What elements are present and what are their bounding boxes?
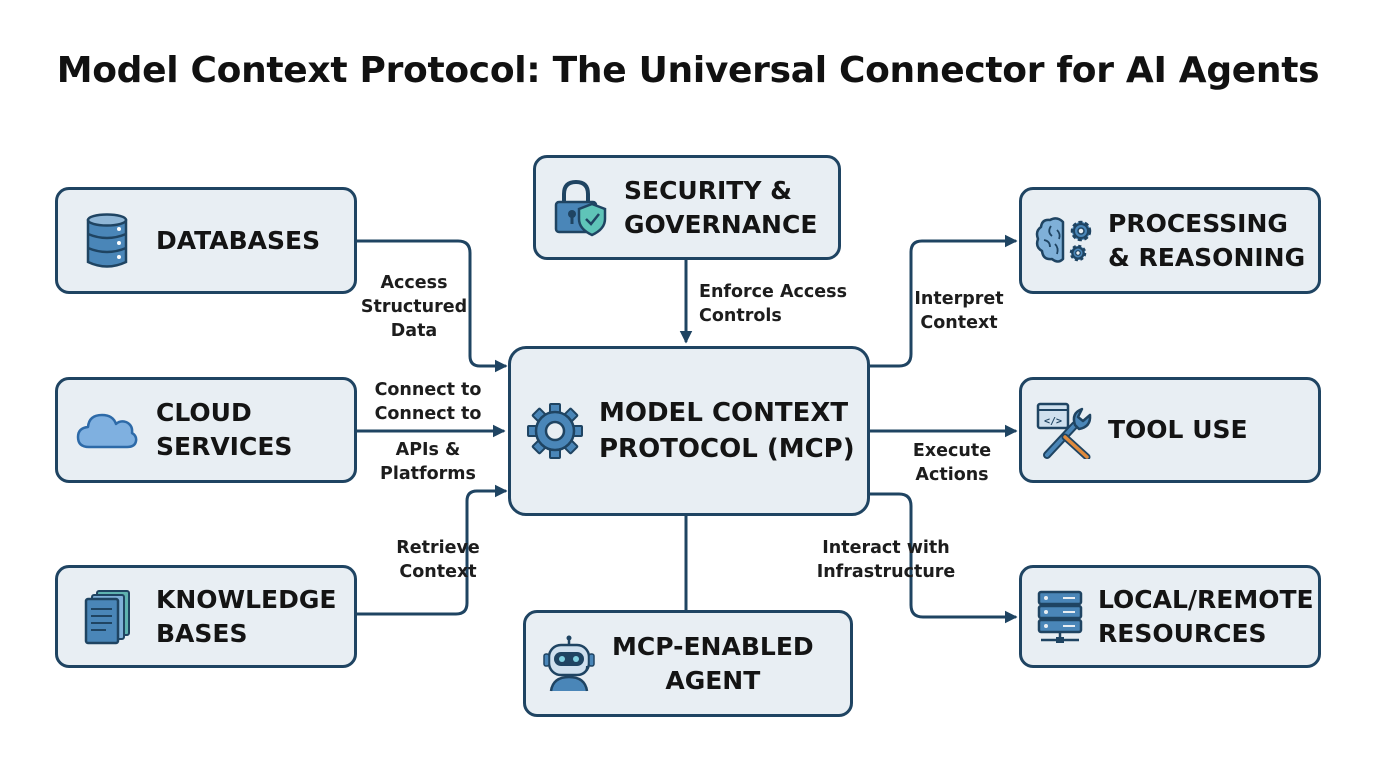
edge-knowledge-to-mcp [355, 484, 508, 616]
node-mcp: MODEL CONTEXT PROTOCOL (MCP) [508, 346, 870, 516]
edge-label-tool: Execute Actions [912, 441, 992, 485]
server-icon [1022, 590, 1098, 644]
documents-icon [58, 589, 156, 645]
robot-icon [526, 635, 612, 693]
node-label: MODEL CONTEXT PROTOCOL (MCP) [599, 398, 855, 464]
node-label: LOCAL/REMOTE RESOURCES [1098, 584, 1314, 648]
edge-label-resources: Interact with Infrastructure [816, 538, 956, 582]
node-label: PROCESSING & REASONING [1108, 208, 1306, 272]
node-tool-use: </> TOOL USE [1019, 377, 1321, 483]
edge-label-databases: Access Structured Data [360, 273, 468, 341]
edge-label-knowledge: Retrieve Context [396, 538, 480, 582]
node-label: MCP-ENABLED AGENT [612, 631, 814, 695]
edge-mcp-to-processing [868, 234, 1018, 368]
edge-mcp-to-resources [868, 492, 1018, 624]
edge-label-cloud-bottom: APIs & Platforms [380, 440, 476, 484]
node-label: KNOWLEDGE BASES [156, 584, 337, 648]
gear-icon [511, 402, 599, 460]
node-label: DATABASES [156, 225, 321, 255]
node-knowledge-bases: KNOWLEDGE BASES [55, 565, 357, 668]
edge-label-cloud-top: Connect to Connect to [374, 380, 482, 424]
edge-databases-to-mcp [355, 239, 508, 373]
node-mcp-enabled-agent: MCP-ENABLED AGENT [523, 610, 853, 717]
lock-shield-icon [536, 178, 624, 238]
brain-gears-icon [1022, 214, 1108, 268]
code-wrench-icon: </> [1022, 401, 1108, 459]
edge-label-processing: Interpret Context [914, 289, 1004, 333]
diagram-title: Model Context Protocol: The Universal Co… [56, 50, 1320, 91]
node-databases: DATABASES [55, 187, 357, 294]
svg-text:</>: </> [1044, 416, 1062, 427]
node-local-remote-resources: LOCAL/REMOTE RESOURCES [1019, 565, 1321, 668]
node-label: TOOL USE [1108, 415, 1248, 444]
cloud-icon [58, 409, 156, 451]
node-label: CLOUD SERVICES [156, 398, 293, 461]
node-security-governance: SECURITY & GOVERNANCE [533, 155, 841, 260]
node-label: SECURITY & GOVERNANCE [624, 175, 818, 239]
database-icon [58, 212, 156, 270]
node-processing-reasoning: PROCESSING & REASONING [1019, 187, 1321, 294]
node-cloud-services: CLOUD SERVICES [55, 377, 357, 483]
edge-label-security: Enforce Access Controls [699, 282, 848, 326]
